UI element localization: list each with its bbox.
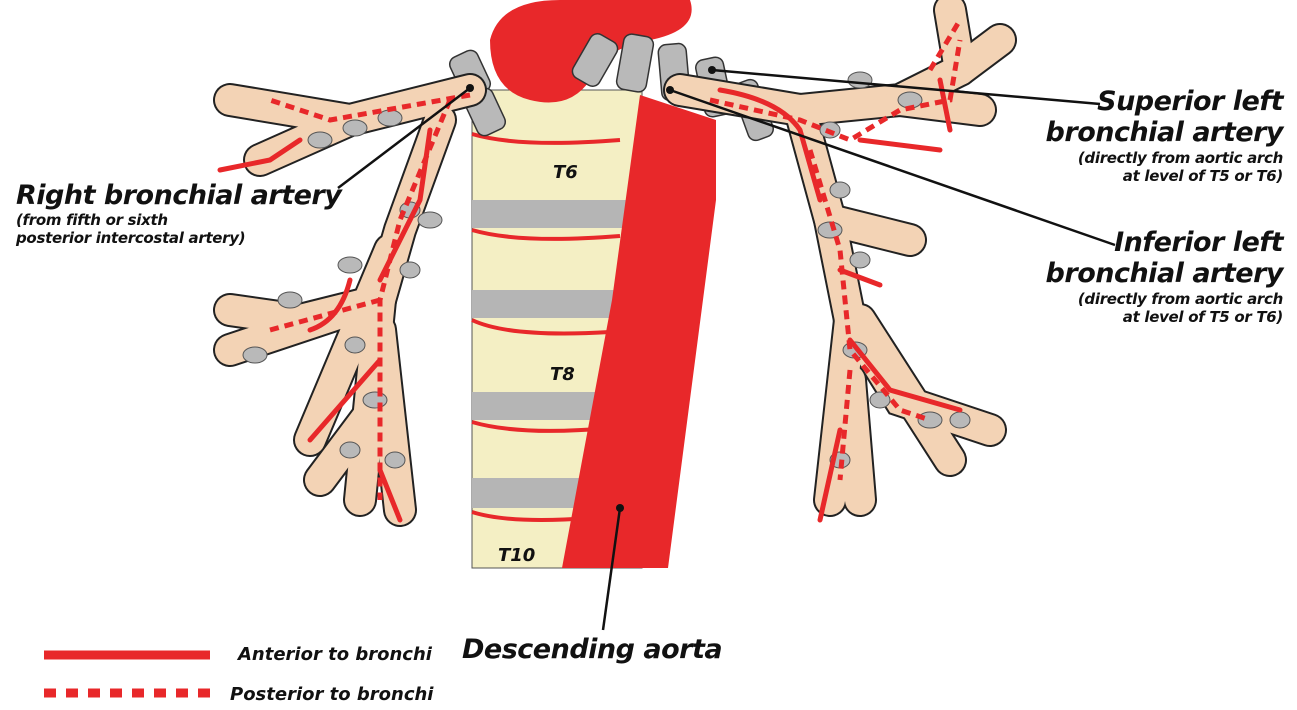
descending-aorta: [562, 95, 716, 568]
leader-lines: [337, 68, 1116, 631]
leader-dots: [466, 66, 716, 512]
inferior-left-sub1: (directly from aortic arch: [1077, 290, 1283, 308]
intercostal-artery: [471, 228, 621, 241]
vertebra-label-t6: T6: [553, 162, 578, 183]
right-bronchial-artery-sub1: (from fifth or sixth: [16, 211, 168, 229]
descending-aorta-label: Descending aorta: [462, 634, 723, 665]
vertebra-label-t8: T8: [550, 364, 575, 385]
intercostal-artery: [471, 318, 611, 336]
legend-posterior-label: Posterior to bronchi: [230, 684, 434, 705]
intercostal-artery: [471, 132, 621, 145]
right-bronchial-artery-sub2: posterior intercostal artery): [16, 229, 246, 247]
inferior-left-sub2: at level of T5 or T6): [1122, 308, 1284, 326]
posterior-arteries: [269, 18, 963, 500]
inferior-left-title1: Inferior left: [1114, 227, 1283, 258]
intervertebral-disc: [472, 200, 642, 228]
vertebra-label-t10: T10: [498, 545, 536, 566]
legend-anterior-label: Anterior to bronchi: [238, 644, 432, 665]
inferior-left-title2: bronchial artery: [1045, 258, 1284, 289]
superior-left-sub2: at level of T5 or T6): [1122, 167, 1284, 185]
bronchial-cartilage: [242, 71, 971, 469]
superior-left-sub1: (directly from aortic arch: [1077, 149, 1283, 167]
superior-left-title2: bronchial artery: [1045, 117, 1284, 148]
superior-left-title1: Superior left: [1097, 86, 1283, 117]
anterior-arteries: [217, 77, 963, 523]
right-bronchial-artery-title: Right bronchial artery: [16, 180, 342, 211]
